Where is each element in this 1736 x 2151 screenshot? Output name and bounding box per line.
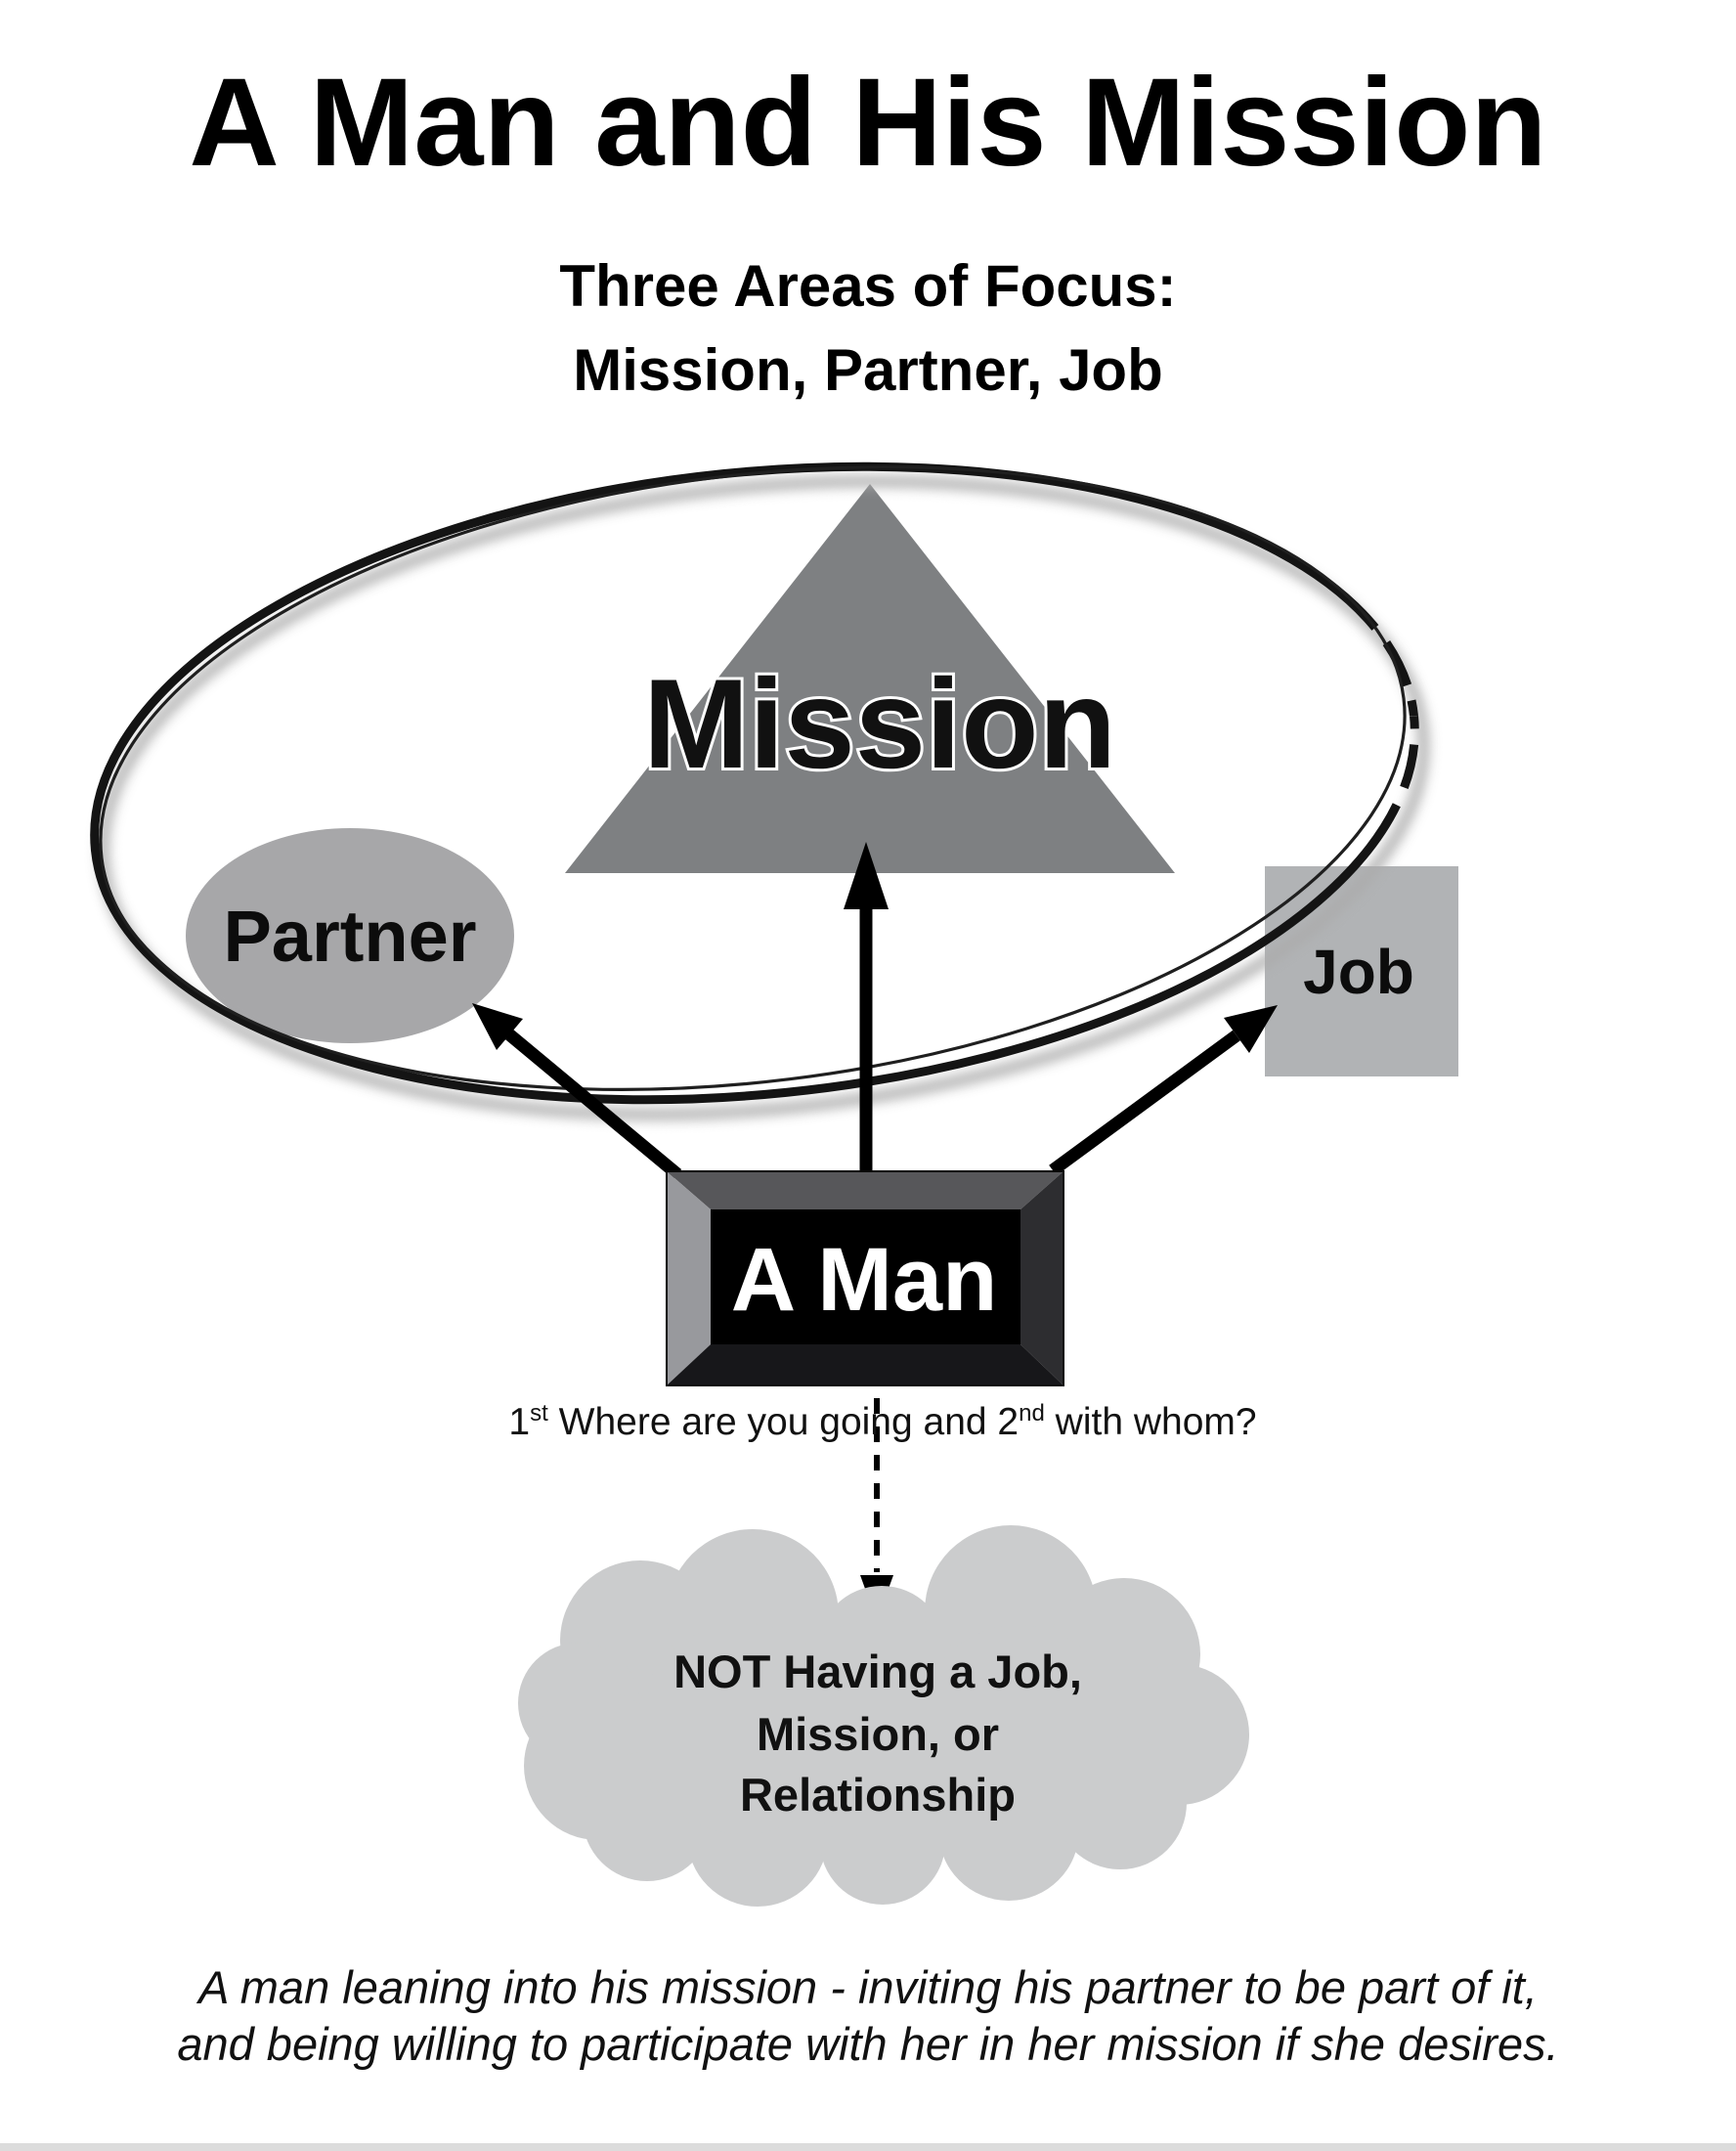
mission-triangle — [565, 484, 1175, 873]
focus-loop-accent-stroke — [99, 465, 1407, 1091]
job-label: Job — [1303, 937, 1414, 1007]
man-box — [666, 1170, 1064, 1386]
question-line: 1st Where are you going and 2nd with who… — [508, 1400, 1256, 1444]
question-superscript-st: st — [530, 1400, 548, 1427]
page-bottom-edge — [0, 2143, 1736, 2151]
cloud-text-line-3: Relationship — [740, 1769, 1016, 1821]
cloud-text-line-2: Mission, or — [757, 1708, 999, 1760]
question-superscript-nd: nd — [1019, 1400, 1045, 1427]
arrow-to-mission — [844, 842, 889, 1170]
question-seg-3: with whom? — [1044, 1401, 1257, 1443]
job-square — [1265, 866, 1458, 1076]
page-subtitle: Three Areas of Focus: Mission, Partner, … — [0, 244, 1736, 413]
partner-label: Partner — [223, 896, 476, 977]
focus-loop-ellipse — [90, 461, 1419, 1105]
caption-line-1: A man leaning into his mission - invitin… — [198, 1961, 1538, 2013]
mission-label: Mission — [643, 652, 1116, 795]
partner-ellipse — [186, 828, 514, 1043]
subtitle-line-1: Three Areas of Focus: — [559, 253, 1177, 319]
cloud-text-line-1: NOT Having a Job, — [673, 1646, 1082, 1697]
question-seg-1: 1 — [508, 1401, 531, 1443]
bottom-caption: A man leaning into his mission - invitin… — [0, 1959, 1736, 2073]
arrow-to-partner — [472, 1003, 682, 1179]
man-label: A Man — [731, 1230, 998, 1330]
cloud-shape — [518, 1525, 1249, 1907]
arrow-to-job — [1049, 1005, 1278, 1176]
page-title: A Man and His Mission — [189, 53, 1547, 193]
subtitle-line-2: Mission, Partner, Job — [573, 337, 1163, 403]
question-seg-2: Where are you going and 2 — [547, 1401, 1020, 1443]
caption-line-2: and being willing to participate with he… — [177, 2018, 1559, 2070]
